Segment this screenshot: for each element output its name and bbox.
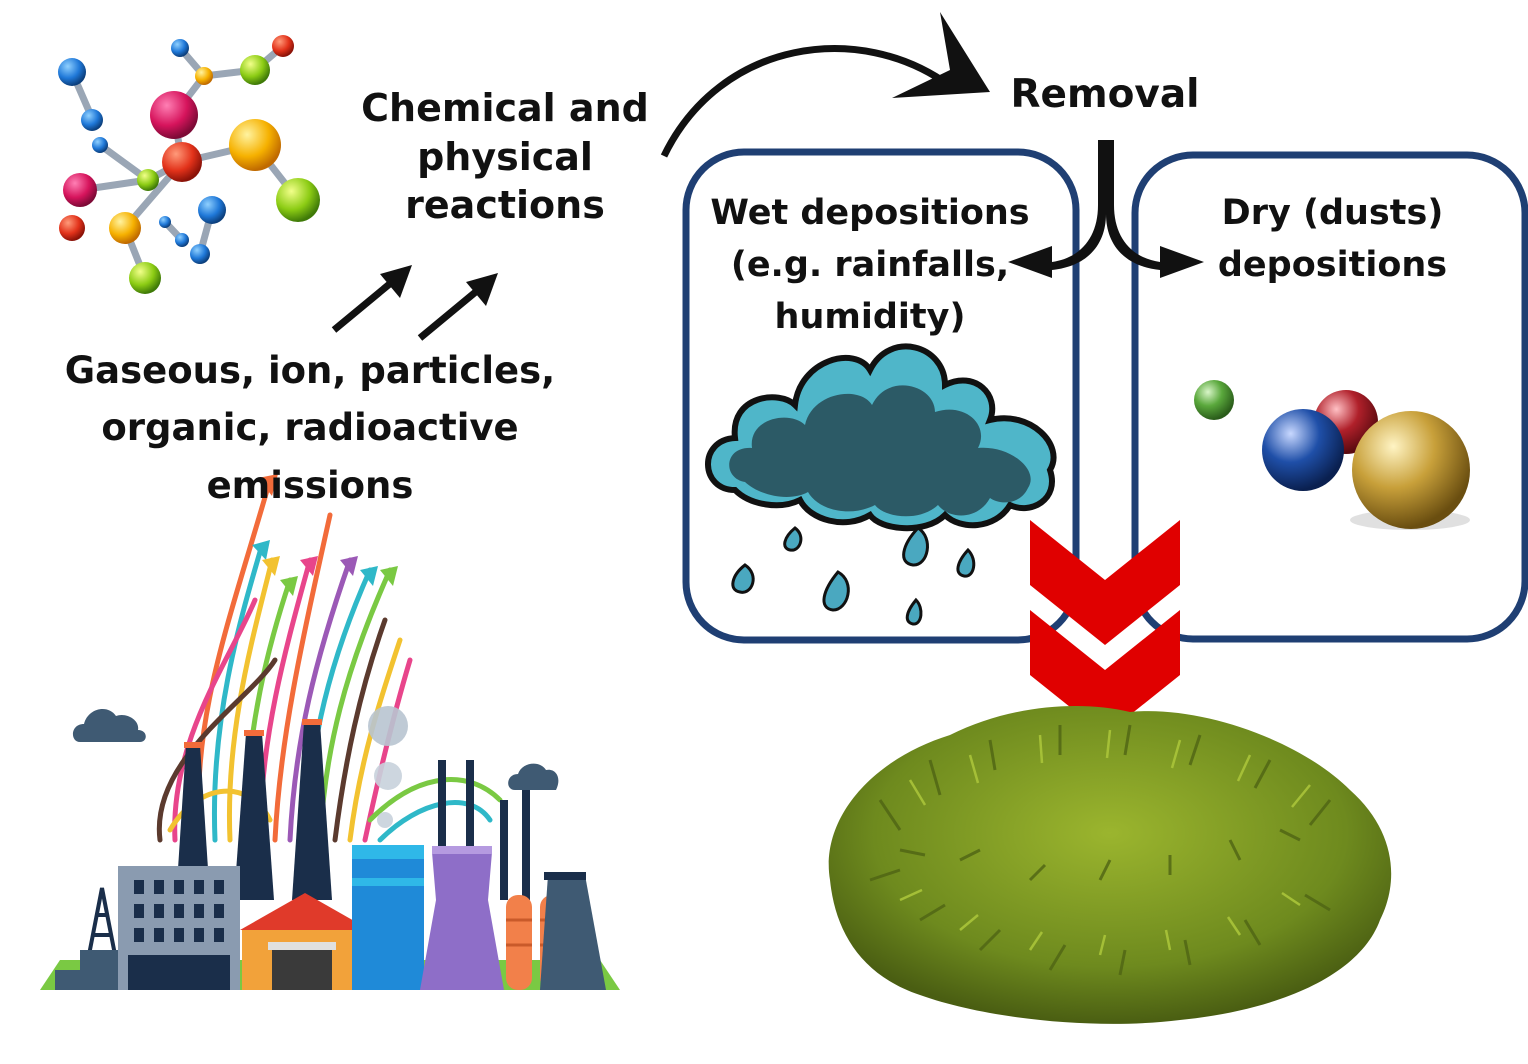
- emissions-line-1: Gaseous, ion, particles,: [64, 349, 556, 392]
- wet-line-3: humidity): [774, 296, 966, 337]
- rain-cloud-icon: [705, 343, 1057, 532]
- curved-arrow-to-removal: [660, 12, 990, 158]
- removal-label: Removal: [1010, 72, 1200, 117]
- wet-line-2: (e.g. rainfalls,: [730, 244, 1010, 285]
- dry-line-1: Dry (dusts): [1221, 193, 1444, 233]
- raindrops: [731, 526, 976, 626]
- factory-icon: [40, 474, 620, 990]
- dust-spheres-icon: [1194, 380, 1470, 530]
- wet-line-1: Wet depositions: [710, 193, 1030, 233]
- chemical-physical-reactions-label: Chemical and physical reactions: [350, 84, 660, 230]
- emissions-line-2: organic, radioactive emissions: [101, 406, 519, 507]
- molecule-icon: [58, 35, 320, 294]
- wet-depositions-label: Wet depositions (e.g. rainfalls, humidit…: [700, 188, 1040, 343]
- dry-depositions-label: Dry (dusts) depositions: [1200, 188, 1465, 292]
- reactions-line-1: Chemical and: [361, 86, 649, 130]
- removal-split-arrow: [1008, 140, 1204, 278]
- red-chevron-arrows: [1030, 520, 1180, 735]
- moss-icon: [828, 705, 1392, 1024]
- reactions-line-2: physical: [417, 134, 593, 179]
- emissions-label: Gaseous, ion, particles, organic, radioa…: [0, 342, 620, 514]
- emission-to-reaction-arrows: [331, 265, 498, 341]
- dry-line-2: depositions: [1217, 244, 1448, 285]
- reactions-line-3: reactions: [405, 183, 605, 228]
